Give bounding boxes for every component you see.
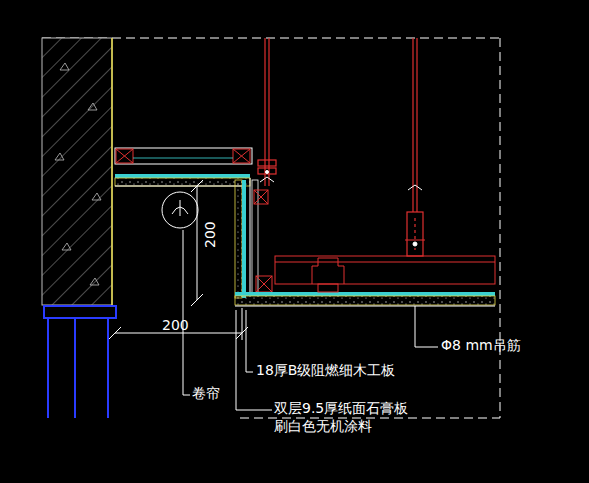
dimension-line [109,180,248,340]
curtain-box [115,148,272,298]
dimension-text: 200 [162,317,189,335]
leader-line [183,230,438,410]
ceiling-keel [275,240,495,292]
part-name: 卷帘 [192,385,220,403]
window-frame [44,306,116,418]
hanger-rod [258,38,423,256]
dimension-text: 200 [202,222,220,249]
ceiling-board [235,292,495,306]
material-note: 18厚B级阻燃细木工板 [256,362,395,380]
roller-blind [162,192,198,228]
material-note: Φ8 mm吊筋 [441,337,521,355]
frame [42,38,500,418]
hanger-clip [260,171,422,247]
concrete-wall [42,38,112,305]
material-note: 双层9.5厚纸面石膏板 刷白色无机涂料 [274,400,424,435]
